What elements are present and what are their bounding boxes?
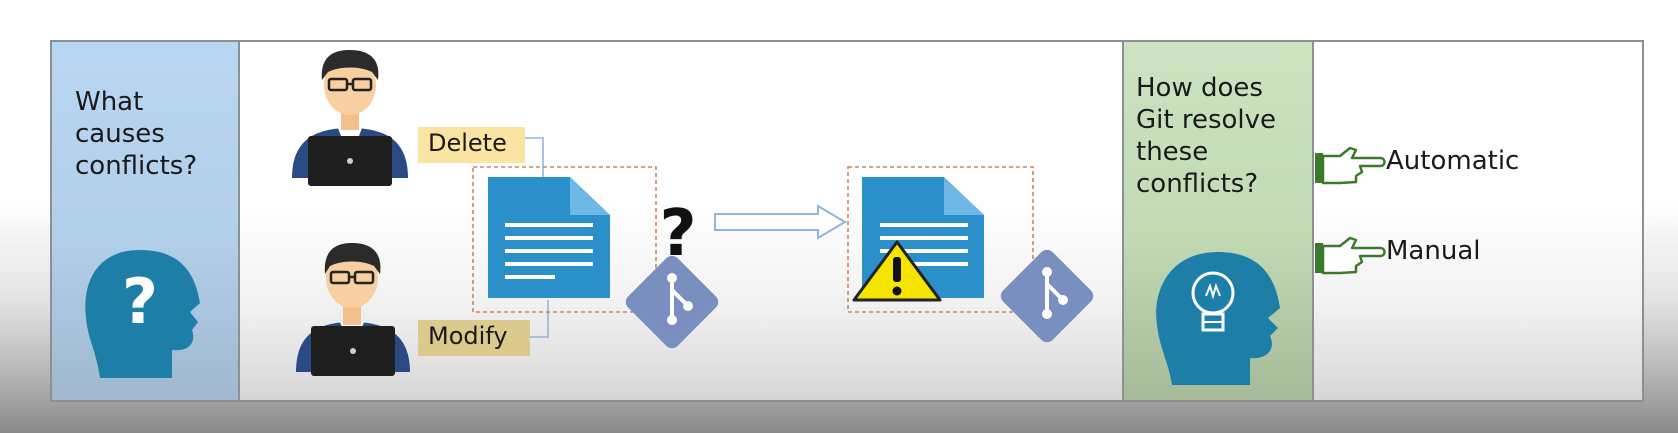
resolve-panel: [1122, 40, 1314, 402]
causes-question: What causes conflicts?: [75, 87, 198, 181]
right-arrow-icon: [714, 204, 847, 240]
option-manual: Manual: [1386, 236, 1481, 266]
resolve-question: How does Git resolve these conflicts?: [1136, 73, 1277, 199]
pointing-hand-icon: [1315, 146, 1386, 185]
delete-tag: Delete: [418, 127, 525, 163]
merged-box: [847, 166, 1034, 313]
git-logo-icon: [625, 255, 719, 349]
svg-text:?: ?: [122, 265, 158, 338]
option-automatic: Automatic: [1386, 146, 1520, 176]
question-mark-icon: ?: [659, 197, 696, 271]
document-icon: [488, 177, 610, 298]
head-lightbulb-icon: [1156, 252, 1280, 385]
pointing-hand-icon: [1315, 236, 1386, 275]
modify-tag: Modify: [418, 320, 530, 356]
conflict-box: [472, 166, 657, 313]
warning-icon: [852, 240, 942, 302]
git-logo-icon: [1000, 249, 1094, 343]
head-question-icon: ?: [85, 250, 200, 378]
user-laptop-icon: [296, 243, 410, 376]
user-laptop-icon: [292, 50, 408, 186]
